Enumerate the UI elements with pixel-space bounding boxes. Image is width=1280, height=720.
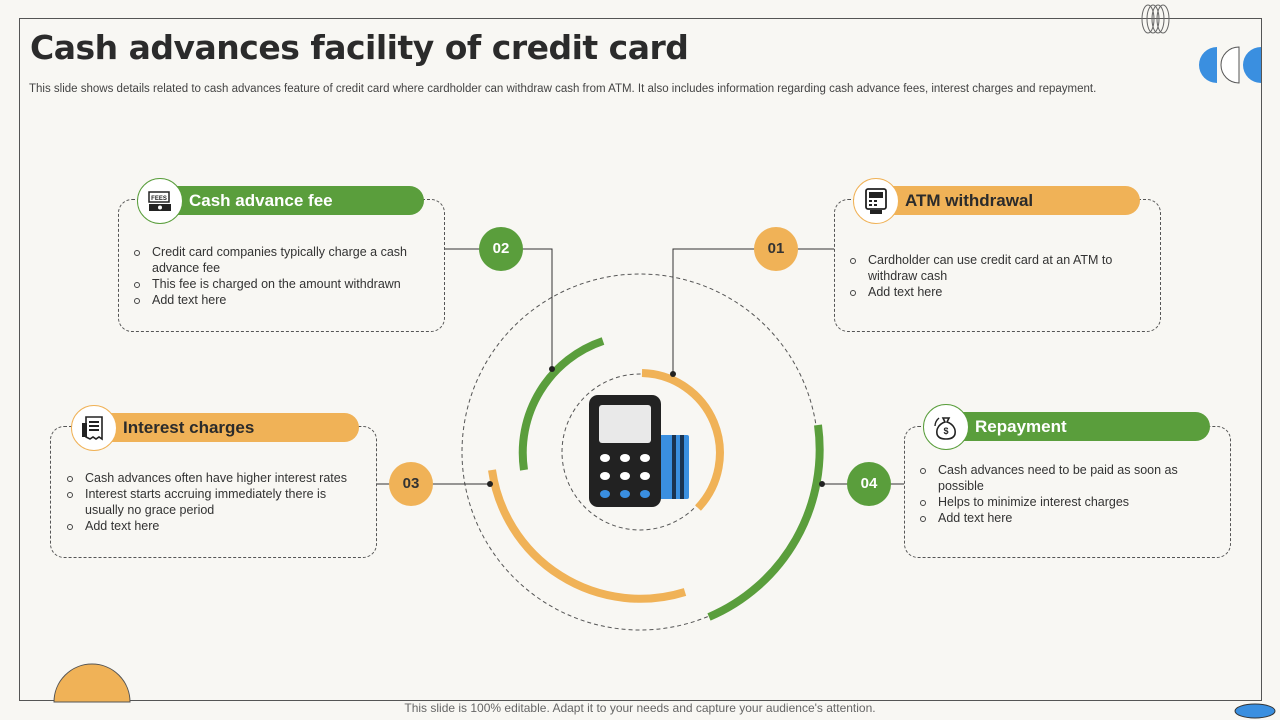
step-number-04: 04 [847,462,891,506]
repayment-list: Cash advances need to be paid as soon as… [919,462,1211,526]
svg-text:FEES: FEES [151,196,167,202]
list-item: Add text here [133,292,425,308]
fees-icon: FEES [137,178,183,224]
atm-icon [853,178,899,224]
footer-note: This slide is 100% editable. Adapt it to… [404,701,876,715]
card-reader-icon [589,395,689,507]
receipt-icon [71,405,117,451]
cash-advance-fee-list: Credit card companies typically charge a… [133,244,425,308]
list-item: Add text here [849,284,1141,300]
svg-text:$: $ [943,426,948,436]
step-number-02: 02 [479,227,523,271]
atm-withdrawal-heading: ATM withdrawal [855,186,1140,215]
interest-charges-heading: Interest charges [73,413,359,442]
list-item: Helps to minimize interest charges [919,494,1211,510]
slide-frame [19,18,1262,701]
list-item: Cash advances often have higher interest… [66,470,366,486]
step-number-03: 03 [389,462,433,506]
list-item: Cardholder can use credit card at an ATM… [849,252,1141,284]
interest-charges-list: Cash advances often have higher interest… [66,470,366,534]
step-number-01: 01 [754,227,798,271]
list-item: Credit card companies typically charge a… [133,244,425,276]
page-title: Cash advances facility of credit card [30,28,689,67]
list-item: Cash advances need to be paid as soon as… [919,462,1211,494]
list-item: This fee is charged on the amount withdr… [133,276,425,292]
cash-advance-fee-heading: Cash advance fee [139,186,424,215]
list-item: Interest starts accruing immediately the… [66,486,366,518]
list-item: Add text here [66,518,366,534]
list-item: Add text here [919,510,1211,526]
repayment-heading: Repayment [925,412,1210,441]
money-bag-icon: $ [923,404,969,450]
atm-withdrawal-list: Cardholder can use credit card at an ATM… [849,252,1141,300]
page-subtitle: This slide shows details related to cash… [29,83,1097,95]
